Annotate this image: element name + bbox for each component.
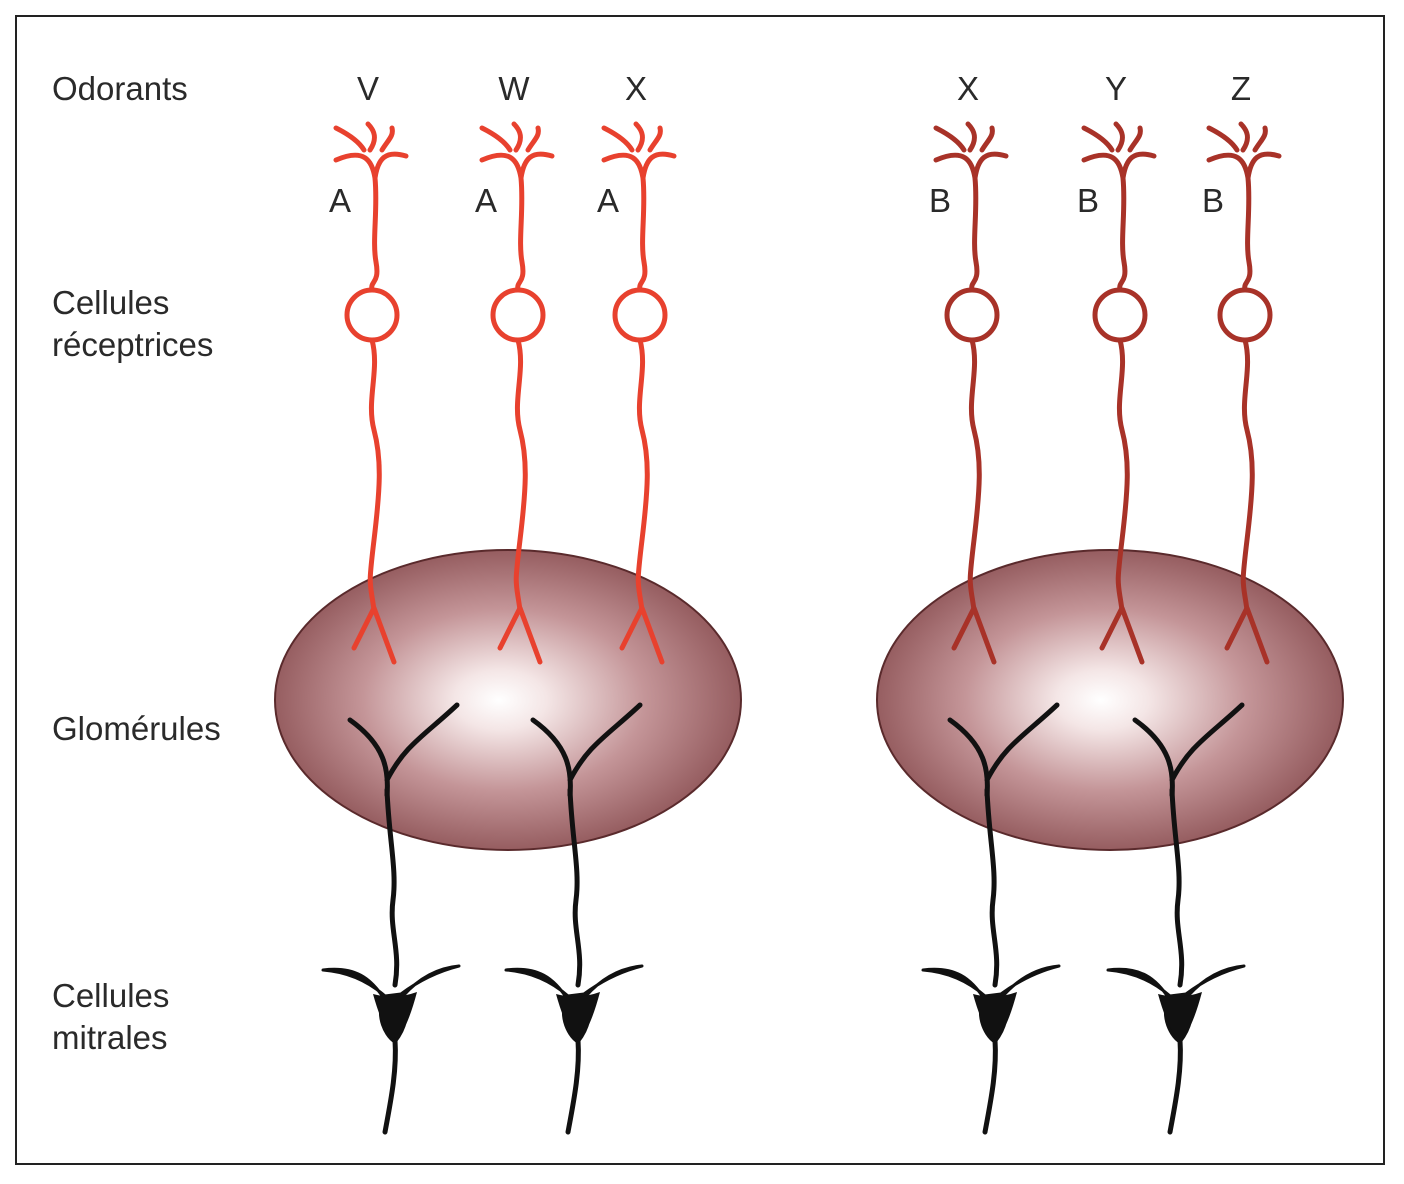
mitral-shaft bbox=[567, 787, 583, 988]
mitral-axon bbox=[382, 1037, 398, 1135]
dendrite-tuft bbox=[479, 121, 555, 181]
dendrite-tuft bbox=[1081, 121, 1157, 181]
receptor-cells-label-line1: Cellules bbox=[52, 284, 169, 321]
receptor-type-letter: B bbox=[1202, 182, 1224, 219]
letters-layer: V A W A X A X B Y B Z B bbox=[329, 70, 1251, 219]
mitral-axon bbox=[982, 1037, 998, 1135]
mitral-soma-body bbox=[973, 992, 1017, 1042]
receptor-neurons-layer bbox=[333, 121, 1282, 665]
odorant-letter: Y bbox=[1105, 70, 1127, 107]
receptor-type-letter: A bbox=[475, 182, 497, 219]
axon-terminal bbox=[1099, 605, 1145, 665]
mitral-dendrite bbox=[1132, 702, 1245, 798]
mitral-axon bbox=[1167, 1037, 1183, 1135]
receptor-cell-body bbox=[944, 287, 1000, 343]
axon-terminal bbox=[1224, 605, 1270, 665]
receptor-type-letter: A bbox=[329, 182, 351, 219]
receptor-neuron bbox=[333, 121, 409, 665]
dendrite bbox=[515, 175, 526, 293]
axon bbox=[513, 337, 528, 613]
glomerulus-ellipse bbox=[876, 549, 1344, 851]
receptor-cells-label-line2: réceptrices bbox=[52, 326, 213, 363]
glomeruli-layer bbox=[274, 549, 1344, 851]
receptor-neuron bbox=[1206, 121, 1282, 665]
dendrite-tuft bbox=[601, 121, 677, 181]
dendrite bbox=[969, 175, 980, 293]
mitral-dendrite bbox=[530, 702, 643, 798]
axon-terminal bbox=[619, 605, 665, 665]
odorant-letter: V bbox=[357, 70, 379, 107]
receptor-neuron bbox=[933, 121, 1009, 665]
mitral-cell bbox=[921, 702, 1061, 1135]
dendrite-tuft bbox=[1206, 121, 1282, 181]
receptor-cell-body bbox=[490, 287, 546, 343]
dendrite bbox=[1242, 175, 1253, 293]
mitral-axon bbox=[565, 1037, 581, 1135]
receptor-neuron bbox=[1081, 121, 1157, 665]
mitral-cell bbox=[1106, 702, 1246, 1135]
odorant-letter: X bbox=[957, 70, 979, 107]
odorant-letter: W bbox=[498, 70, 530, 107]
mitral-shaft bbox=[384, 787, 400, 988]
receptor-cell-body bbox=[344, 287, 400, 343]
mitral-cell bbox=[504, 702, 644, 1135]
receptor-type-letter: B bbox=[1077, 182, 1099, 219]
axon bbox=[367, 337, 382, 613]
mitral-cells-layer bbox=[321, 702, 1246, 1135]
glomerulus-ellipse bbox=[274, 549, 742, 851]
axon bbox=[1240, 337, 1255, 613]
odorant-letter: X bbox=[625, 70, 647, 107]
dendrite bbox=[369, 175, 380, 293]
odorants-label: Odorants bbox=[52, 70, 188, 107]
mitral-soma-body bbox=[373, 992, 417, 1042]
mitral-soma-body bbox=[556, 992, 600, 1042]
dendrite-tuft bbox=[933, 121, 1009, 181]
axon bbox=[635, 337, 650, 613]
receptor-type-letter: B bbox=[929, 182, 951, 219]
mitral-soma-body bbox=[1158, 992, 1202, 1042]
receptor-type-letter: A bbox=[597, 182, 619, 219]
receptor-cell-body bbox=[612, 287, 668, 343]
dendrite bbox=[1117, 175, 1128, 293]
mitral-dendrite bbox=[347, 702, 460, 798]
glomeruli-label: Glomérules bbox=[52, 710, 221, 747]
mitral-cells-label-line2: mitrales bbox=[52, 1019, 168, 1056]
odorant-letter: Z bbox=[1231, 70, 1251, 107]
receptor-neuron bbox=[479, 121, 555, 665]
dendrite-tuft bbox=[333, 121, 409, 181]
mitral-cells-label-line1: Cellules bbox=[52, 977, 169, 1014]
receptor-neuron bbox=[601, 121, 677, 665]
receptor-cell-body bbox=[1092, 287, 1148, 343]
axon-terminal bbox=[497, 605, 543, 665]
axon bbox=[967, 337, 982, 613]
receptor-cell-body bbox=[1217, 287, 1273, 343]
dendrite bbox=[637, 175, 648, 293]
mitral-cell bbox=[321, 702, 461, 1135]
axon bbox=[1115, 337, 1130, 613]
mitral-shaft bbox=[984, 787, 1000, 988]
mitral-shaft bbox=[1169, 787, 1185, 988]
axon-terminal bbox=[951, 605, 997, 665]
mitral-dendrite bbox=[947, 702, 1060, 798]
axon-terminal bbox=[351, 605, 397, 665]
